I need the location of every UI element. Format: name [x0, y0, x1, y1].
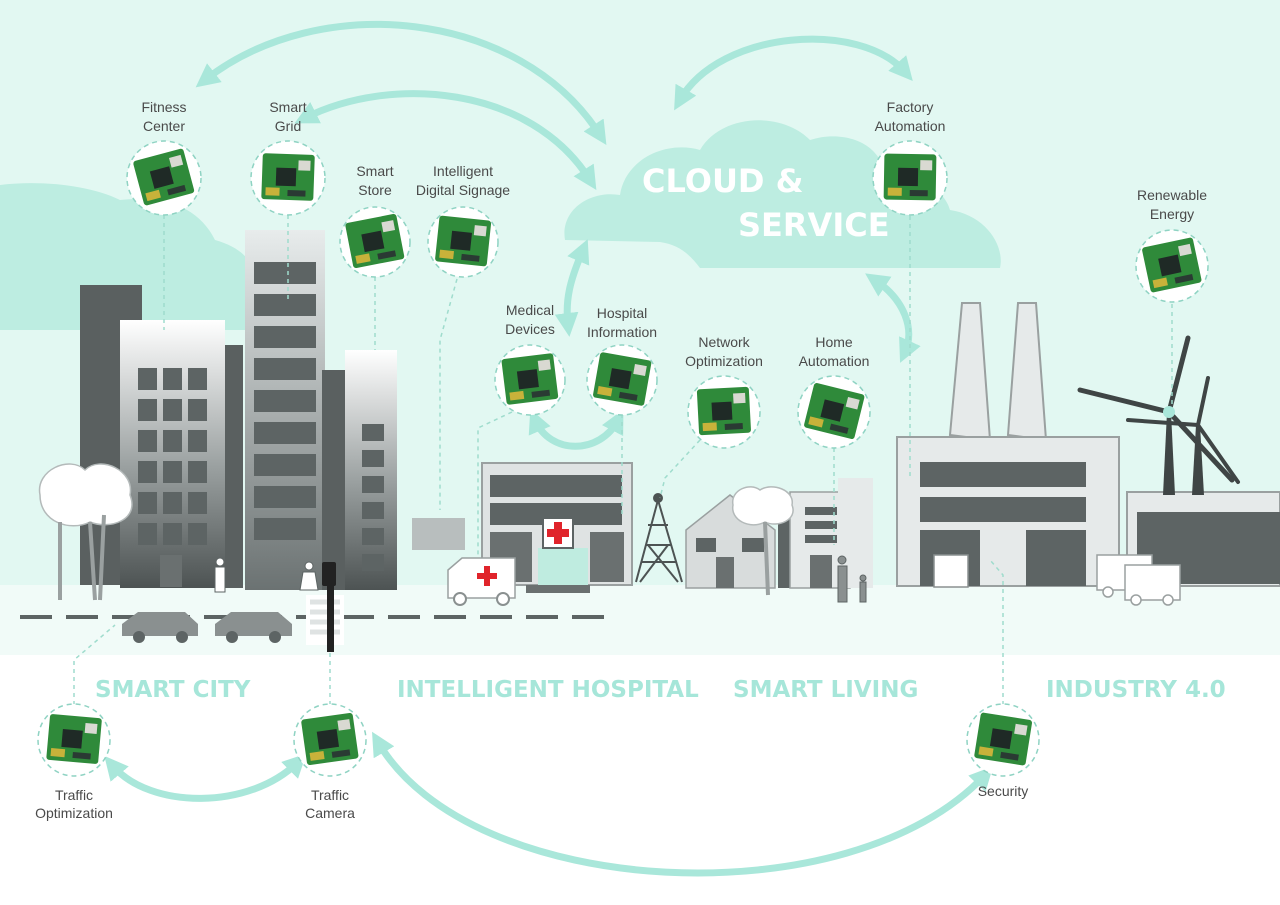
delivery-trucks: [1096, 554, 1181, 606]
cloud-title-line2: SERVICE: [738, 206, 890, 244]
module-label-line2: Devices: [505, 321, 555, 337]
module-security: Security: [966, 703, 1040, 799]
module-label-line1: Smart: [356, 163, 393, 179]
board-icon: [261, 153, 315, 201]
background-hill: [0, 183, 257, 330]
module-label-line1: Home: [815, 334, 853, 350]
module-label-line1: Fitness: [141, 99, 186, 115]
ambulance: [447, 557, 516, 606]
module-home-automation: Home Automation: [797, 334, 871, 449]
factory-building: [896, 302, 1280, 588]
module-hospital-information: Hospital Information: [586, 305, 658, 416]
wind-turbines: [1077, 335, 1240, 495]
module-label-line1: Medical: [506, 302, 554, 318]
module-renewable-energy: Renewable Energy: [1135, 187, 1209, 303]
module-label-line2: Optimization: [685, 353, 763, 369]
module-connectors: [73, 215, 1173, 705]
arrow-cloud-medical: [554, 239, 590, 337]
module-label-line2: Camera: [305, 805, 355, 821]
board-icon: [435, 215, 492, 267]
board-icon: [974, 712, 1033, 766]
arrow-traffic: [104, 753, 307, 802]
module-label-line1: Factory: [887, 99, 934, 115]
module-medical-devices: Medical Devices: [494, 302, 566, 416]
data-flow-arrows: [104, 21, 994, 877]
cloud-shape: [564, 120, 1001, 268]
board-icon: [46, 714, 102, 764]
module-smart-store: Smart Store: [339, 163, 411, 278]
module-label-line1: Smart: [269, 99, 306, 115]
city-buildings: [80, 230, 465, 590]
module-traffic-camera: Traffic Camera: [293, 703, 367, 821]
arrow-medical-hospital: [528, 409, 624, 450]
board-icon: [345, 213, 405, 269]
arrow-camera-security: [371, 731, 994, 877]
board-icon: [501, 353, 559, 405]
board-icon: [696, 386, 751, 436]
module-label-line1: Hospital: [597, 305, 648, 321]
city-windows: [138, 262, 384, 571]
module-label-line2: Store: [358, 182, 392, 198]
trees: [38, 463, 794, 601]
module-label-line2: Energy: [1150, 206, 1194, 222]
module-fitness-center: Fitness Center: [126, 99, 202, 216]
module-label-line1: Intelligent: [433, 163, 493, 179]
module-label-line1: Traffic: [311, 787, 349, 803]
zone-industry: INDUSTRY 4.0: [1046, 677, 1226, 703]
board-icon: [883, 153, 937, 201]
board-icon: [301, 713, 359, 766]
cars: [122, 612, 292, 643]
arrow-cloud-home: [865, 273, 921, 363]
pedestrians: [214, 555, 867, 603]
module-label-line2: Automation: [799, 353, 870, 369]
module-label-line1: Security: [978, 783, 1029, 799]
module-label-line2: Automation: [875, 118, 946, 134]
module-label-line2: Optimization: [35, 805, 113, 821]
module-label-line2: Center: [143, 118, 185, 134]
cloud-service: CLOUD & SERVICE: [564, 120, 1001, 268]
arrow-grid-cloud: [294, 90, 597, 191]
module-label-line1: Network: [698, 334, 750, 350]
cloud-title-line1: CLOUD &: [642, 162, 804, 200]
module-label-line2: Information: [587, 324, 657, 340]
module-smart-grid: Smart Grid: [250, 99, 326, 216]
road: [20, 562, 610, 652]
module-label-line2: Grid: [275, 118, 301, 134]
module-digital-signage: Intelligent Digital Signage: [416, 163, 510, 278]
module-network-optimization: Network Optimization: [685, 334, 763, 449]
board-icon: [1142, 237, 1202, 293]
board-icon: [804, 383, 865, 439]
zone-smart-living: SMART LIVING: [733, 677, 918, 703]
module-factory-automation: Factory Automation: [872, 99, 948, 216]
board-icon: [593, 352, 652, 406]
street-area: [0, 585, 1280, 655]
module-traffic-optimization: Traffic Optimization: [35, 703, 113, 821]
arrow-cloud-factory: [674, 35, 913, 111]
module-label-line2: Digital Signage: [416, 182, 510, 198]
module-label-line1: Renewable: [1137, 187, 1207, 203]
zone-smart-city: SMART CITY: [95, 677, 251, 703]
radio-tower: [635, 493, 683, 583]
zone-intelligent-hospital: INTELLIGENT HOSPITAL: [397, 677, 699, 703]
board-icon: [133, 148, 195, 206]
arrow-fitness-cloud: [195, 21, 607, 146]
module-label-line1: Traffic: [55, 787, 93, 803]
